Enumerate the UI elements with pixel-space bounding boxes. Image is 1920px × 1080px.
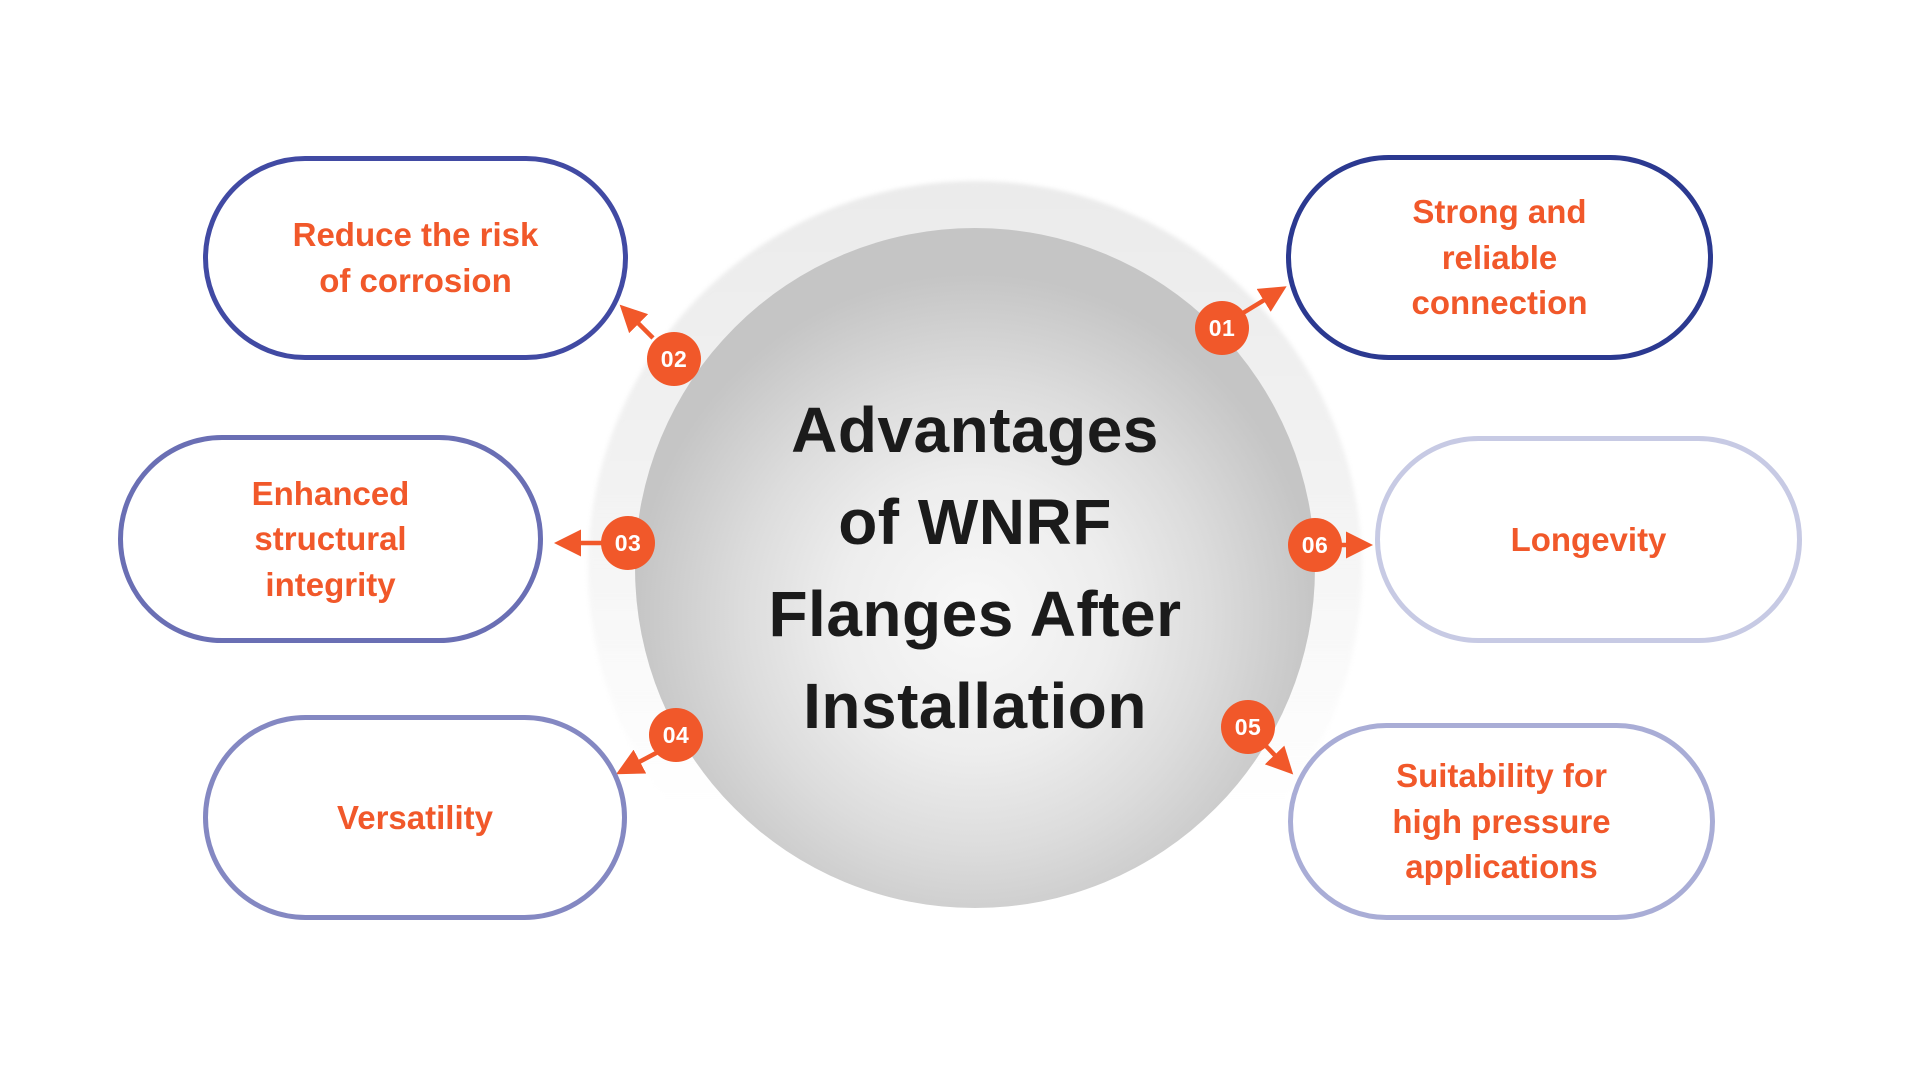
- advantage-label-05: Suitability for high pressure applicatio…: [1392, 757, 1611, 886]
- step-badge-05: 05: [1221, 700, 1275, 754]
- advantage-label-02: Reduce the risk of corrosion: [292, 216, 539, 299]
- advantage-pill-06: Longevity: [1375, 436, 1802, 643]
- connector-arrow-02: [619, 304, 655, 340]
- title-line-1: Advantages: [791, 394, 1159, 466]
- step-badge-03: 03: [601, 516, 655, 570]
- step-badge-01: 01: [1195, 301, 1249, 355]
- advantage-pill-01: Strong and reliable connection: [1286, 155, 1713, 360]
- advantage-label-03: Enhanced structural integrity: [251, 474, 410, 603]
- advantage-pill-03: Enhanced structural integrity: [118, 435, 543, 643]
- advantage-pill-05: Suitability for high pressure applicatio…: [1288, 723, 1715, 920]
- advantage-label-01: Strong and reliable connection: [1411, 193, 1588, 322]
- title-line-2: of WNRF: [838, 486, 1112, 558]
- title-line-4: Installation: [803, 670, 1147, 742]
- advantage-pill-04: Versatility: [203, 715, 627, 920]
- diagram-title: Advantages of WNRF Flanges After Install…: [768, 384, 1181, 752]
- step-badge-02: 02: [647, 332, 701, 386]
- step-badge-04: 04: [649, 708, 703, 762]
- step-badge-06: 06: [1288, 518, 1342, 572]
- advantage-label-06: Longevity: [1510, 520, 1667, 558]
- advantage-label-04: Versatility: [337, 798, 493, 836]
- advantage-pill-02: Reduce the risk of corrosion: [203, 156, 628, 360]
- title-line-3: Flanges After: [768, 578, 1182, 650]
